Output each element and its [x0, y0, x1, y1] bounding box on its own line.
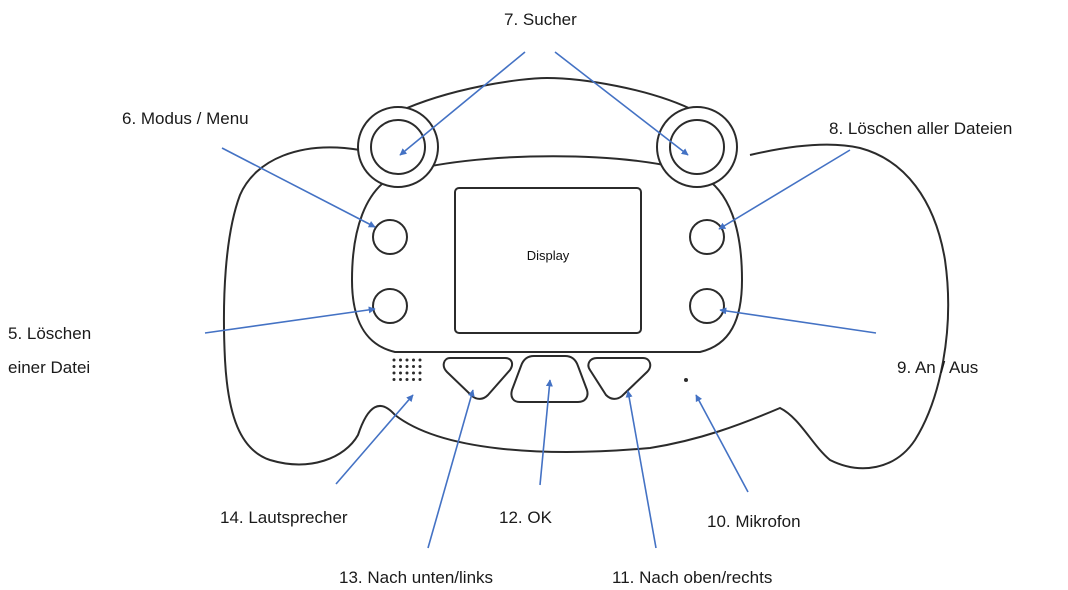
speaker-dot — [392, 378, 396, 381]
speaker-dot — [405, 378, 409, 381]
label-an-aus: 9. An / Aus — [897, 358, 979, 377]
arrow-modus — [221, 147, 376, 228]
arrow-sucher-right — [554, 51, 689, 156]
label-ok: 12. OK — [499, 508, 552, 527]
callout-arrows — [204, 51, 877, 549]
label-nach-oben-rechts: 11. Nach oben/rechts — [612, 568, 773, 587]
camera-top-arc — [397, 76, 698, 113]
speaker-dot — [418, 378, 422, 381]
delete-all-button[interactable] — [689, 219, 725, 255]
speaker-dot — [412, 365, 415, 368]
delete-file-button[interactable] — [372, 288, 408, 324]
label-loeschen-aller-dateien: 8. Löschen aller Dateien — [829, 119, 1013, 138]
viewfinder-left — [357, 106, 439, 188]
speaker-dot — [399, 371, 402, 375]
label-nach-unten-links: 13. Nach unten/links — [339, 568, 494, 587]
speaker-dot — [399, 378, 402, 381]
power-button[interactable] — [689, 288, 725, 324]
arrow-mikrofon — [695, 394, 749, 493]
speaker-dot — [418, 358, 422, 362]
microphone-hole — [684, 378, 688, 382]
speaker-dot — [418, 365, 422, 368]
speaker-dot — [405, 365, 409, 368]
display-label: Display — [526, 248, 570, 263]
camera-face-outline — [350, 155, 744, 353]
display-screen — [454, 187, 642, 334]
label-lautsprecher: 14. Lautsprecher — [220, 508, 348, 527]
label-sucher: 7. Sucher — [504, 10, 577, 29]
arrow-nach-oben — [625, 390, 657, 549]
label-modus-menu: 6. Modus / Menu — [122, 109, 249, 128]
arrow-an-aus — [719, 307, 877, 334]
down-left-button[interactable] — [442, 357, 514, 400]
speaker-dot — [418, 371, 422, 375]
speaker-dot — [392, 358, 396, 362]
speaker-dot — [399, 358, 402, 362]
arrow-sucher-left — [399, 51, 526, 156]
up-right-button[interactable] — [587, 357, 652, 400]
arrow-nach-unten — [427, 389, 475, 549]
label-mikrofon: 10. Mikrofon — [707, 512, 801, 531]
speaker-dot — [412, 371, 415, 375]
speaker-dot — [405, 371, 409, 375]
label-loeschen-einer-datei-line2: einer Datei — [8, 358, 91, 377]
speaker-dot — [412, 378, 415, 381]
speaker-dot — [392, 371, 396, 375]
mode-menu-button[interactable] — [372, 219, 408, 255]
speaker-grille — [392, 358, 422, 381]
arrow-loeschen-alle — [718, 149, 851, 230]
ok-button[interactable] — [510, 355, 589, 403]
arrow-loeschen-datei — [204, 306, 376, 334]
speaker-dot — [392, 365, 396, 368]
arrow-ok — [539, 379, 553, 486]
camera-body-outline — [222, 143, 950, 470]
speaker-dot — [405, 358, 409, 362]
arrow-lautsprecher — [335, 394, 414, 485]
viewfinder-right — [656, 106, 738, 188]
speaker-dot — [399, 365, 402, 368]
speaker-dot — [412, 358, 415, 362]
label-loeschen-einer-datei-line1: 5. Löschen — [8, 324, 92, 343]
